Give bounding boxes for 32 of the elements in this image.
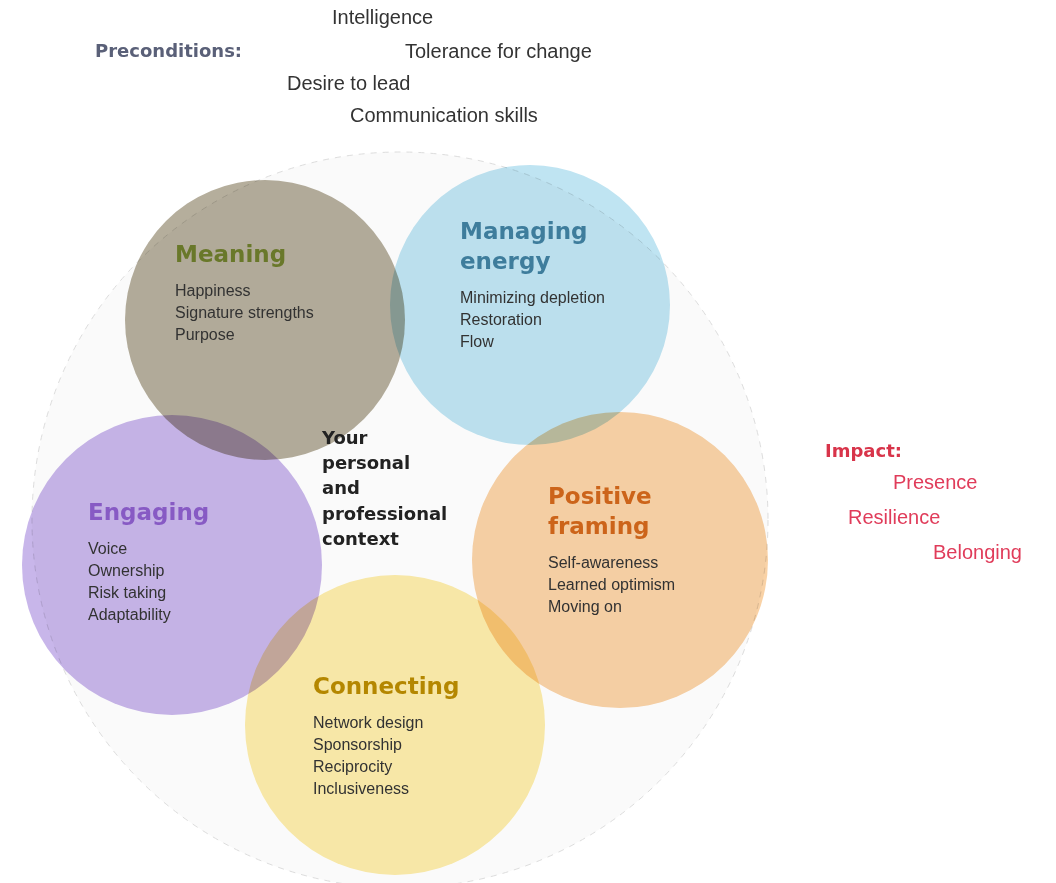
list-item: Restoration: [460, 311, 542, 329]
list-item: Ownership: [88, 562, 165, 580]
list-item: Reciprocity: [313, 758, 393, 776]
precondition-item: Tolerance for change: [405, 40, 592, 63]
list-item: Purpose: [175, 326, 235, 344]
list-item: Minimizing depletion: [460, 289, 605, 307]
list-item: Moving on: [548, 598, 622, 616]
precondition-item: Intelligence: [332, 6, 434, 29]
impact-item: Presence: [893, 471, 978, 494]
list-item: Inclusiveness: [313, 780, 410, 798]
impact-item: Resilience: [848, 506, 941, 529]
list-item: Voice: [88, 540, 128, 558]
list-item: Adaptability: [88, 606, 171, 624]
category-title: Meaning: [175, 240, 288, 269]
list-item: Network design: [313, 714, 424, 732]
category-title: Positive framing: [548, 482, 653, 541]
section-heading: Impact:: [825, 440, 902, 461]
list-item: Signature strengths: [175, 304, 314, 322]
category-title: Connecting: [313, 672, 461, 701]
list-item: Flow: [460, 333, 494, 351]
list-item: Risk taking: [88, 584, 167, 602]
category-title: Managing energy: [460, 217, 589, 276]
impact-item: Belonging: [933, 541, 1022, 564]
list-item: Sponsorship: [313, 736, 402, 754]
category-title: Engaging: [88, 498, 211, 527]
center-text: Your personal and professional context: [322, 426, 449, 551]
list-item: Learned optimism: [548, 576, 676, 594]
list-item: Self-awareness: [548, 554, 659, 572]
section-heading: Preconditions:: [95, 40, 243, 61]
precondition-item: Communication skills: [350, 104, 538, 127]
precondition-item: Desire to lead: [287, 72, 411, 95]
list-item: Happiness: [175, 282, 251, 300]
